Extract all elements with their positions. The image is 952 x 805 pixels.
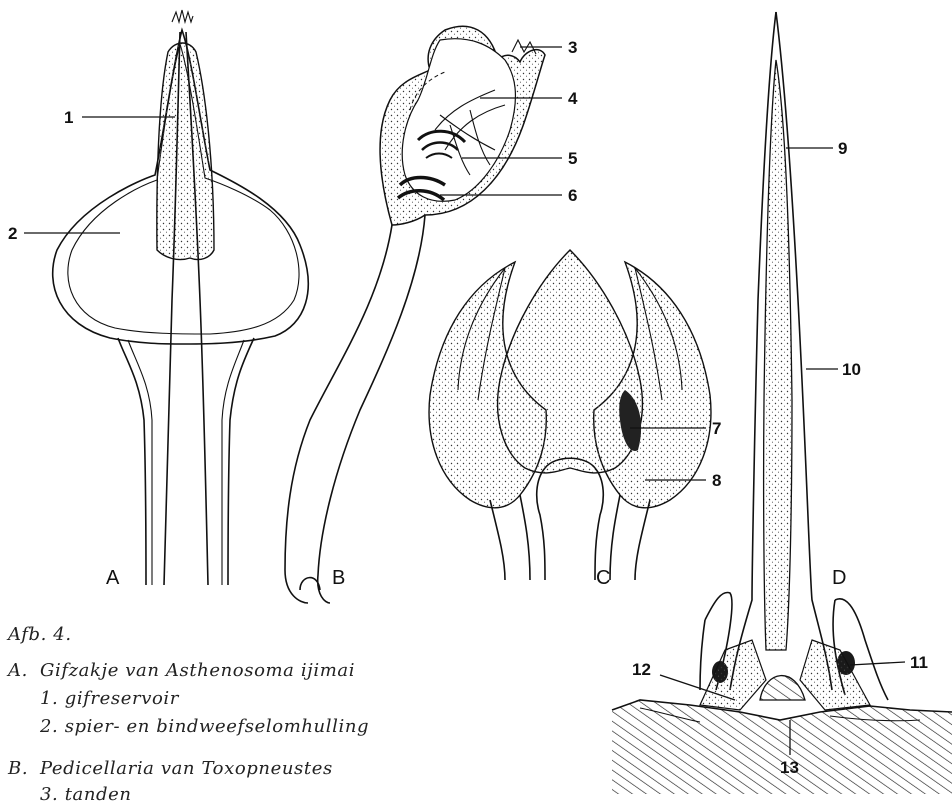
callout-8: 8 <box>712 471 721 490</box>
callout-5: 5 <box>568 149 577 168</box>
panel-a-venom-sac <box>53 10 309 585</box>
callout-13: 13 <box>780 758 799 777</box>
caption-section-b-label: B. <box>8 758 28 779</box>
caption-title: Afb. 4. <box>8 624 72 645</box>
panel-letter-d: D <box>832 567 846 589</box>
callout-11: 11 <box>910 653 928 672</box>
panel-letter-c: C <box>596 567 610 589</box>
callout-12: 12 <box>632 660 651 679</box>
caption-item-1: 1. gifreservoir <box>40 688 179 709</box>
caption-item-2: 2. spier- en bindweefselomhulling <box>40 716 369 737</box>
panel-c-pedicellaria-section <box>429 250 711 580</box>
callout-4: 4 <box>568 89 578 108</box>
panel-b-pedicellaria <box>285 26 545 603</box>
callout-10: 10 <box>842 360 861 379</box>
panel-letter-b: B <box>332 567 345 589</box>
caption-item-3: 3. tanden <box>40 784 132 805</box>
callout-1: 1 <box>64 108 73 127</box>
panel-letters: A B C D <box>106 567 846 589</box>
caption-section-b-text: Pedicellaria van Toxopneustes <box>40 758 333 779</box>
callout-7: 7 <box>712 419 721 438</box>
caption-section-a-text: Gifzakje van Asthenosoma ijimai <box>40 660 355 681</box>
caption-section-a-label: A. <box>8 660 28 681</box>
callout-6: 6 <box>568 186 577 205</box>
callout-9: 9 <box>838 139 847 158</box>
callout-3: 3 <box>568 38 577 57</box>
panel-letter-a: A <box>106 567 120 589</box>
callout-2: 2 <box>8 224 17 243</box>
